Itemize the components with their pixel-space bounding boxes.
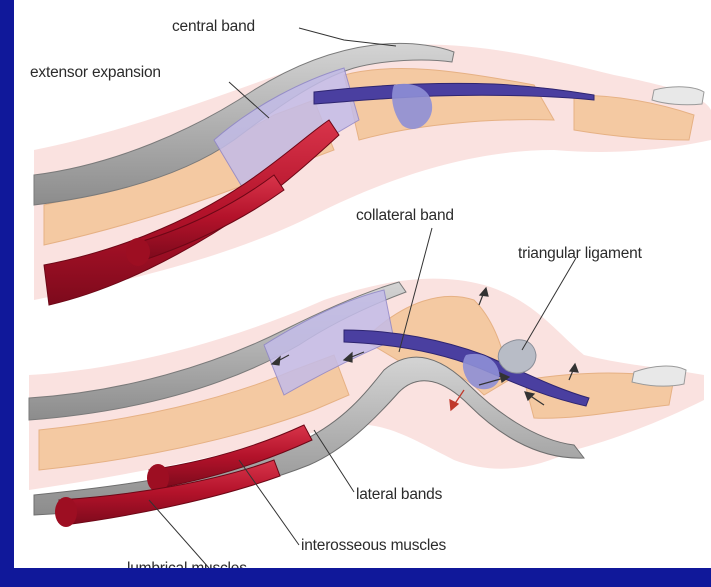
leader-lumbrical-muscles <box>149 500 209 568</box>
label-lateral-bands: lateral bands <box>356 486 442 504</box>
label-interosseous-muscles: interosseous muscles <box>301 537 446 555</box>
extended-finger <box>34 43 711 305</box>
finger-extensor-diagram <box>14 0 711 568</box>
label-lumbrical-muscles: lumbrical muscles <box>127 560 247 568</box>
muscle-end-top <box>126 238 150 266</box>
leader-central-band <box>299 28 396 46</box>
label-collateral-band: collateral band <box>356 207 454 225</box>
label-central-band: central band <box>172 18 255 36</box>
lumbrical-muscle-end-bottom <box>55 497 77 527</box>
triangular-ligament-blob <box>498 340 536 373</box>
diagram-panel: central band extensor expansion collater… <box>14 0 711 568</box>
label-extensor-expansion: extensor expansion <box>30 64 161 82</box>
nail-top <box>652 87 704 105</box>
label-triangular-ligament: triangular ligament <box>518 245 642 263</box>
